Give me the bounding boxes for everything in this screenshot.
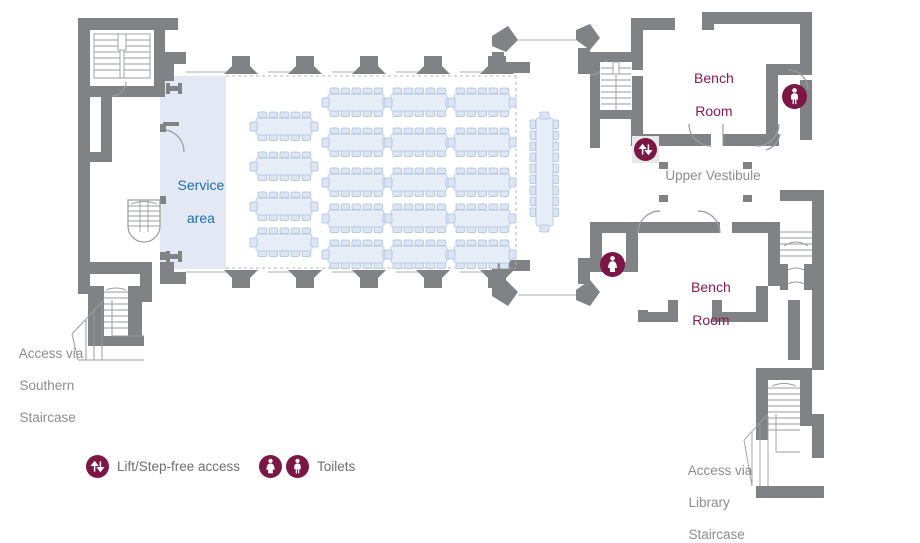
toilet-marker-female-lower[interactable] bbox=[600, 252, 625, 277]
service-area-label-line1: Service bbox=[177, 176, 225, 193]
floor-plan-svg bbox=[71, 12, 824, 498]
service-area-fittings bbox=[127, 122, 185, 260]
stair-east-middle bbox=[780, 228, 812, 290]
stair-south-west bbox=[71, 286, 144, 361]
hall-pilasters-bottom bbox=[224, 270, 514, 288]
toilet-female-icon bbox=[600, 252, 625, 277]
long-table bbox=[529, 111, 559, 233]
access-note-library: Access via Library Staircase bbox=[681, 447, 753, 543]
service-area-wall-nubs bbox=[166, 83, 182, 262]
bench-room-lower-line1: Bench bbox=[691, 278, 731, 295]
stair-north-west bbox=[90, 30, 154, 97]
service-area-zone bbox=[160, 76, 226, 269]
east-wing-walls bbox=[576, 12, 824, 498]
bench-room-lower-line2: Room bbox=[692, 311, 730, 328]
lift-marker-upper-vestibule[interactable] bbox=[632, 136, 659, 163]
table-group bbox=[447, 87, 517, 269]
upper-vestibule-label: Upper Vestibule bbox=[665, 168, 761, 183]
central-link bbox=[518, 39, 576, 296]
toilet-female-icon bbox=[259, 455, 282, 478]
access-note-library-line2: Library bbox=[688, 494, 730, 510]
access-note-southern-line3: Staircase bbox=[19, 409, 76, 425]
table-group bbox=[384, 87, 454, 269]
access-note-southern-line2: Southern bbox=[19, 377, 75, 393]
hall-pilasters-top bbox=[224, 56, 514, 74]
east-wing-doors bbox=[589, 58, 809, 234]
legend-lift: Lift/Step-free access bbox=[86, 455, 240, 478]
bench-room-lower-label: Bench Room bbox=[675, 262, 739, 328]
stair-east-upper bbox=[600, 61, 632, 110]
bench-room-upper-line1: Bench bbox=[694, 69, 734, 86]
bench-room-upper-line2: Room bbox=[695, 102, 733, 119]
table-group bbox=[249, 111, 319, 257]
vestibule-columns bbox=[659, 162, 752, 202]
great-hall-walls bbox=[78, 18, 186, 346]
legend-toilets: Toilets bbox=[259, 455, 355, 478]
access-note-library-line1: Access via bbox=[687, 462, 753, 478]
hall-east-end-walls bbox=[492, 26, 530, 306]
access-note-library-line3: Staircase bbox=[688, 526, 745, 542]
bench-room-upper-label: Bench Room bbox=[678, 53, 742, 119]
service-area-label-line2: area bbox=[186, 209, 215, 226]
toilet-male-icon bbox=[286, 455, 309, 478]
access-note-southern-line1: Access via bbox=[18, 345, 84, 361]
stair-library bbox=[743, 380, 800, 487]
service-area-label: Service area bbox=[166, 160, 228, 226]
access-note-southern: Access via Southern Staircase bbox=[12, 330, 84, 426]
banquet-tables bbox=[249, 87, 559, 269]
legend-lift-label: Lift/Step-free access bbox=[117, 459, 241, 474]
legend-toilets-label: Toilets bbox=[317, 459, 356, 474]
lift-icon bbox=[634, 138, 657, 161]
lift-icon bbox=[86, 455, 109, 478]
toilet-marker-male-upper[interactable] bbox=[782, 84, 807, 109]
toilet-male-icon bbox=[782, 84, 807, 109]
table-group bbox=[321, 87, 391, 269]
